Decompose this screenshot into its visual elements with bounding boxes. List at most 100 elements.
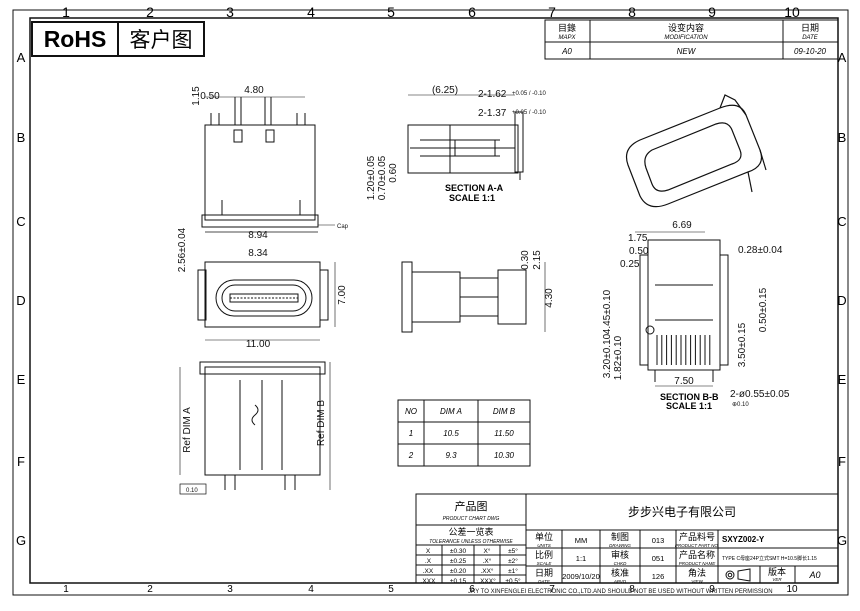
grid-row-E: E xyxy=(17,372,26,387)
dim-table-cell: 11.50 xyxy=(494,429,514,438)
section-b-view xyxy=(635,231,729,387)
dim-table-cell: 1 xyxy=(409,429,413,438)
grid-col-bottom-7: 7 xyxy=(549,584,555,595)
section-a-label: SECTION A-A xyxy=(445,183,504,193)
dim-top-cap: Cap xyxy=(337,224,349,230)
grid-col-5: 5 xyxy=(387,4,395,20)
rohs-label: RoHS xyxy=(44,26,107,52)
tolerance-cell: .XX° xyxy=(480,567,493,575)
rev-col1-cn: 目錄 xyxy=(558,22,576,34)
dim-section-a-v2: 0.70±0.05 xyxy=(377,155,388,200)
grid-col-bottom-4: 4 xyxy=(308,584,314,595)
tb-product-name: TYPE C母座24P立式SMT H=10.5脚长1.15 xyxy=(722,555,817,562)
dim-section-a-3: 2-1.37 xyxy=(478,108,507,119)
tb-label-en: SCALE xyxy=(537,561,553,566)
grid-row-right-G: G xyxy=(837,533,847,548)
grid-col-7: 7 xyxy=(548,4,556,20)
tb-label-cn: 角法 xyxy=(688,567,706,579)
grid-col-bottom-9: 9 xyxy=(709,584,715,595)
rev-value: A0 xyxy=(561,47,572,56)
dim-front-side: 7.00 xyxy=(337,285,348,305)
tb-tolerance-cn: 公差一览表 xyxy=(448,526,493,538)
isometric-view xyxy=(625,94,767,208)
tolerance-cell: X° xyxy=(484,547,491,555)
tb-label-cn: 产品名称 xyxy=(679,549,715,561)
tb-value: MM xyxy=(575,536,588,545)
grid-row-right-C: C xyxy=(837,214,846,229)
dim-table-header: DIM A xyxy=(440,407,462,416)
grid-col-10: 10 xyxy=(784,4,800,20)
dim-table-cell: 9.3 xyxy=(445,451,457,460)
tb-label-cn: 日期 xyxy=(535,568,553,579)
dim-section-a-2-tol: +0.05 / -0.10 xyxy=(512,91,547,97)
tb-label-cn: 制图 xyxy=(611,531,629,543)
dim-section-b-top: 6.69 xyxy=(672,220,692,231)
tb-ver-val: A0 xyxy=(808,570,820,580)
tb-value: 013 xyxy=(652,536,665,545)
tb-value: 1:1 xyxy=(576,554,586,563)
grid-col-9: 9 xyxy=(708,4,716,20)
dim-section-a-v3: 0.60 xyxy=(388,163,399,183)
tb-company: 步步兴电子有限公司 xyxy=(628,505,736,519)
tb-ver-cn: 版本 xyxy=(768,566,786,578)
tolerance-cell: ±0.5° xyxy=(505,577,521,585)
grid-col-bottom-8: 8 xyxy=(629,584,635,595)
grid-col-bottom-2: 2 xyxy=(147,584,153,595)
tolerance-cell: .XXX xyxy=(421,578,436,585)
dim-section-a-3-tol: +0.05 / -0.10 xyxy=(512,110,547,116)
grid-col-1: 1 xyxy=(62,4,70,20)
tb-value: 126 xyxy=(652,572,665,581)
grid-row-right-B: B xyxy=(838,130,847,145)
tolerance-cell: ±0.20 xyxy=(450,568,467,575)
dim-table-cell: 10.30 xyxy=(494,451,515,460)
dim-section-a-1: (6.25) xyxy=(432,85,458,96)
grid-row-right-F: F xyxy=(838,454,846,469)
grid-row-B: B xyxy=(17,130,26,145)
grid-row-D: D xyxy=(16,293,25,308)
outer-border xyxy=(12,9,849,596)
grid-row-A: A xyxy=(17,50,26,65)
dim-front-height: 2.56±0.04 xyxy=(177,227,188,272)
tb-label-cn: 核准 xyxy=(611,567,629,579)
tb-label-en: CHKD xyxy=(614,561,628,566)
tb-label-en: DRAWING xyxy=(609,543,631,548)
rohs-badge: RoHS 客户图 xyxy=(31,21,205,57)
tb-label-en: PRODUCT PART NO. xyxy=(675,543,719,548)
dim-table-cell: 2 xyxy=(408,451,414,460)
tb-label-en: UNITS xyxy=(537,543,551,548)
grid-col-2: 2 xyxy=(146,4,154,20)
dim-section-b-2: 0.50 xyxy=(629,246,649,257)
revision-block: 目錄 MAPX 设变内容 MODIFICATION 日期 DATE A0 NEW… xyxy=(544,19,839,60)
flatness-box xyxy=(179,483,207,495)
tolerance-cell: ±2° xyxy=(508,557,518,565)
grid-col-bottom-6: 6 xyxy=(469,584,475,595)
section-a-view xyxy=(407,94,524,180)
grid-row-right-A: A xyxy=(838,50,847,65)
tb-label-cn: 产品料号 xyxy=(679,531,715,543)
dim-table-header: NO xyxy=(405,407,417,416)
title-block xyxy=(415,493,839,584)
dim-top-left: 0.50 xyxy=(200,91,220,102)
projection-symbol-icon xyxy=(725,568,751,582)
rev-col2-en: MODIFICATION xyxy=(664,35,708,41)
dim-table-cell: 10.5 xyxy=(443,429,459,438)
tolerance-cell: ±0.30 xyxy=(450,548,467,555)
dim-mid-3: 4.30 xyxy=(544,288,555,308)
dim-section-b-v5: 0.50±0.15 xyxy=(758,287,769,332)
dim-side-b: Ref DIM B xyxy=(316,400,327,446)
flatness-value: 0.10 xyxy=(186,488,198,494)
mid-side-view xyxy=(401,261,546,333)
dim-mid-1: 0.30 xyxy=(520,250,531,270)
dim-section-b-w: 7.50 xyxy=(674,376,694,387)
rev-col1-en: MAPX xyxy=(558,35,576,41)
tolerance-cell: .XXX° xyxy=(478,577,496,585)
rev-col3-cn: 日期 xyxy=(801,23,819,34)
dim-mid-2: 2.15 xyxy=(532,250,543,270)
tb-label-cn: 审核 xyxy=(611,549,629,561)
grid-col-bottom-3: 3 xyxy=(227,584,233,595)
